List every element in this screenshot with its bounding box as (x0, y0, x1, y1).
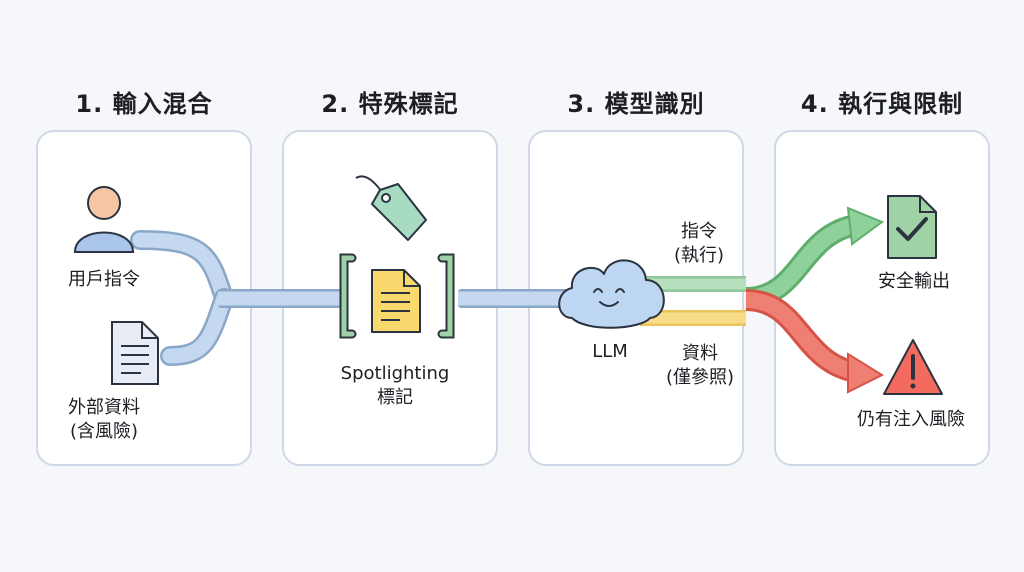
step-3-title: 3. 模型識別 (567, 90, 705, 118)
data-stream (640, 310, 746, 326)
spotlighting-label: Spotlighting 標記 (300, 362, 490, 410)
data-reference-label-line2: (僅參照) (665, 367, 735, 388)
step-2-title: 2. 特殊標記 (321, 90, 459, 118)
instruction-stream (640, 276, 746, 292)
spotlighting-label-line1: Spotlighting (340, 363, 450, 384)
safe-output-label: 安全輸出 (878, 271, 950, 292)
instruction-label-line2: (執行) (673, 245, 725, 266)
instruction-label: 指令 (執行) (656, 220, 742, 268)
checked-document-icon (887, 195, 937, 259)
user-icon (73, 186, 135, 253)
external-data-label-line1: 外部資料 (68, 397, 140, 418)
merged-stream (218, 289, 570, 308)
user-instruction-label: 用戶指令 (68, 269, 140, 290)
external-data-label-line2: (含風險) (69, 421, 139, 442)
warning-triangle-icon (883, 339, 943, 395)
injection-risk-label: 仍有注入風險 (857, 409, 965, 430)
input-streams (130, 230, 234, 366)
step-4-panel (774, 130, 990, 466)
tag-icon (355, 175, 427, 241)
llm-label: LLM (592, 341, 628, 362)
data-reference-label-line1: 資料 (682, 343, 718, 364)
external-data-label: 外部資料 (含風險) (52, 396, 156, 444)
spotlighting-label-line2: 標記 (377, 387, 413, 408)
smiling-cloud-icon (558, 259, 665, 329)
step-1-title: 1. 輸入混合 (75, 90, 213, 118)
risk-output-arrow (745, 289, 885, 394)
bracketed-document-icon (339, 253, 455, 339)
instruction-label-line1: 指令 (681, 221, 717, 242)
document-icon (111, 321, 159, 385)
data-reference-label: 資料 (僅參照) (654, 342, 746, 390)
step-4-title: 4. 執行與限制 (800, 90, 964, 118)
